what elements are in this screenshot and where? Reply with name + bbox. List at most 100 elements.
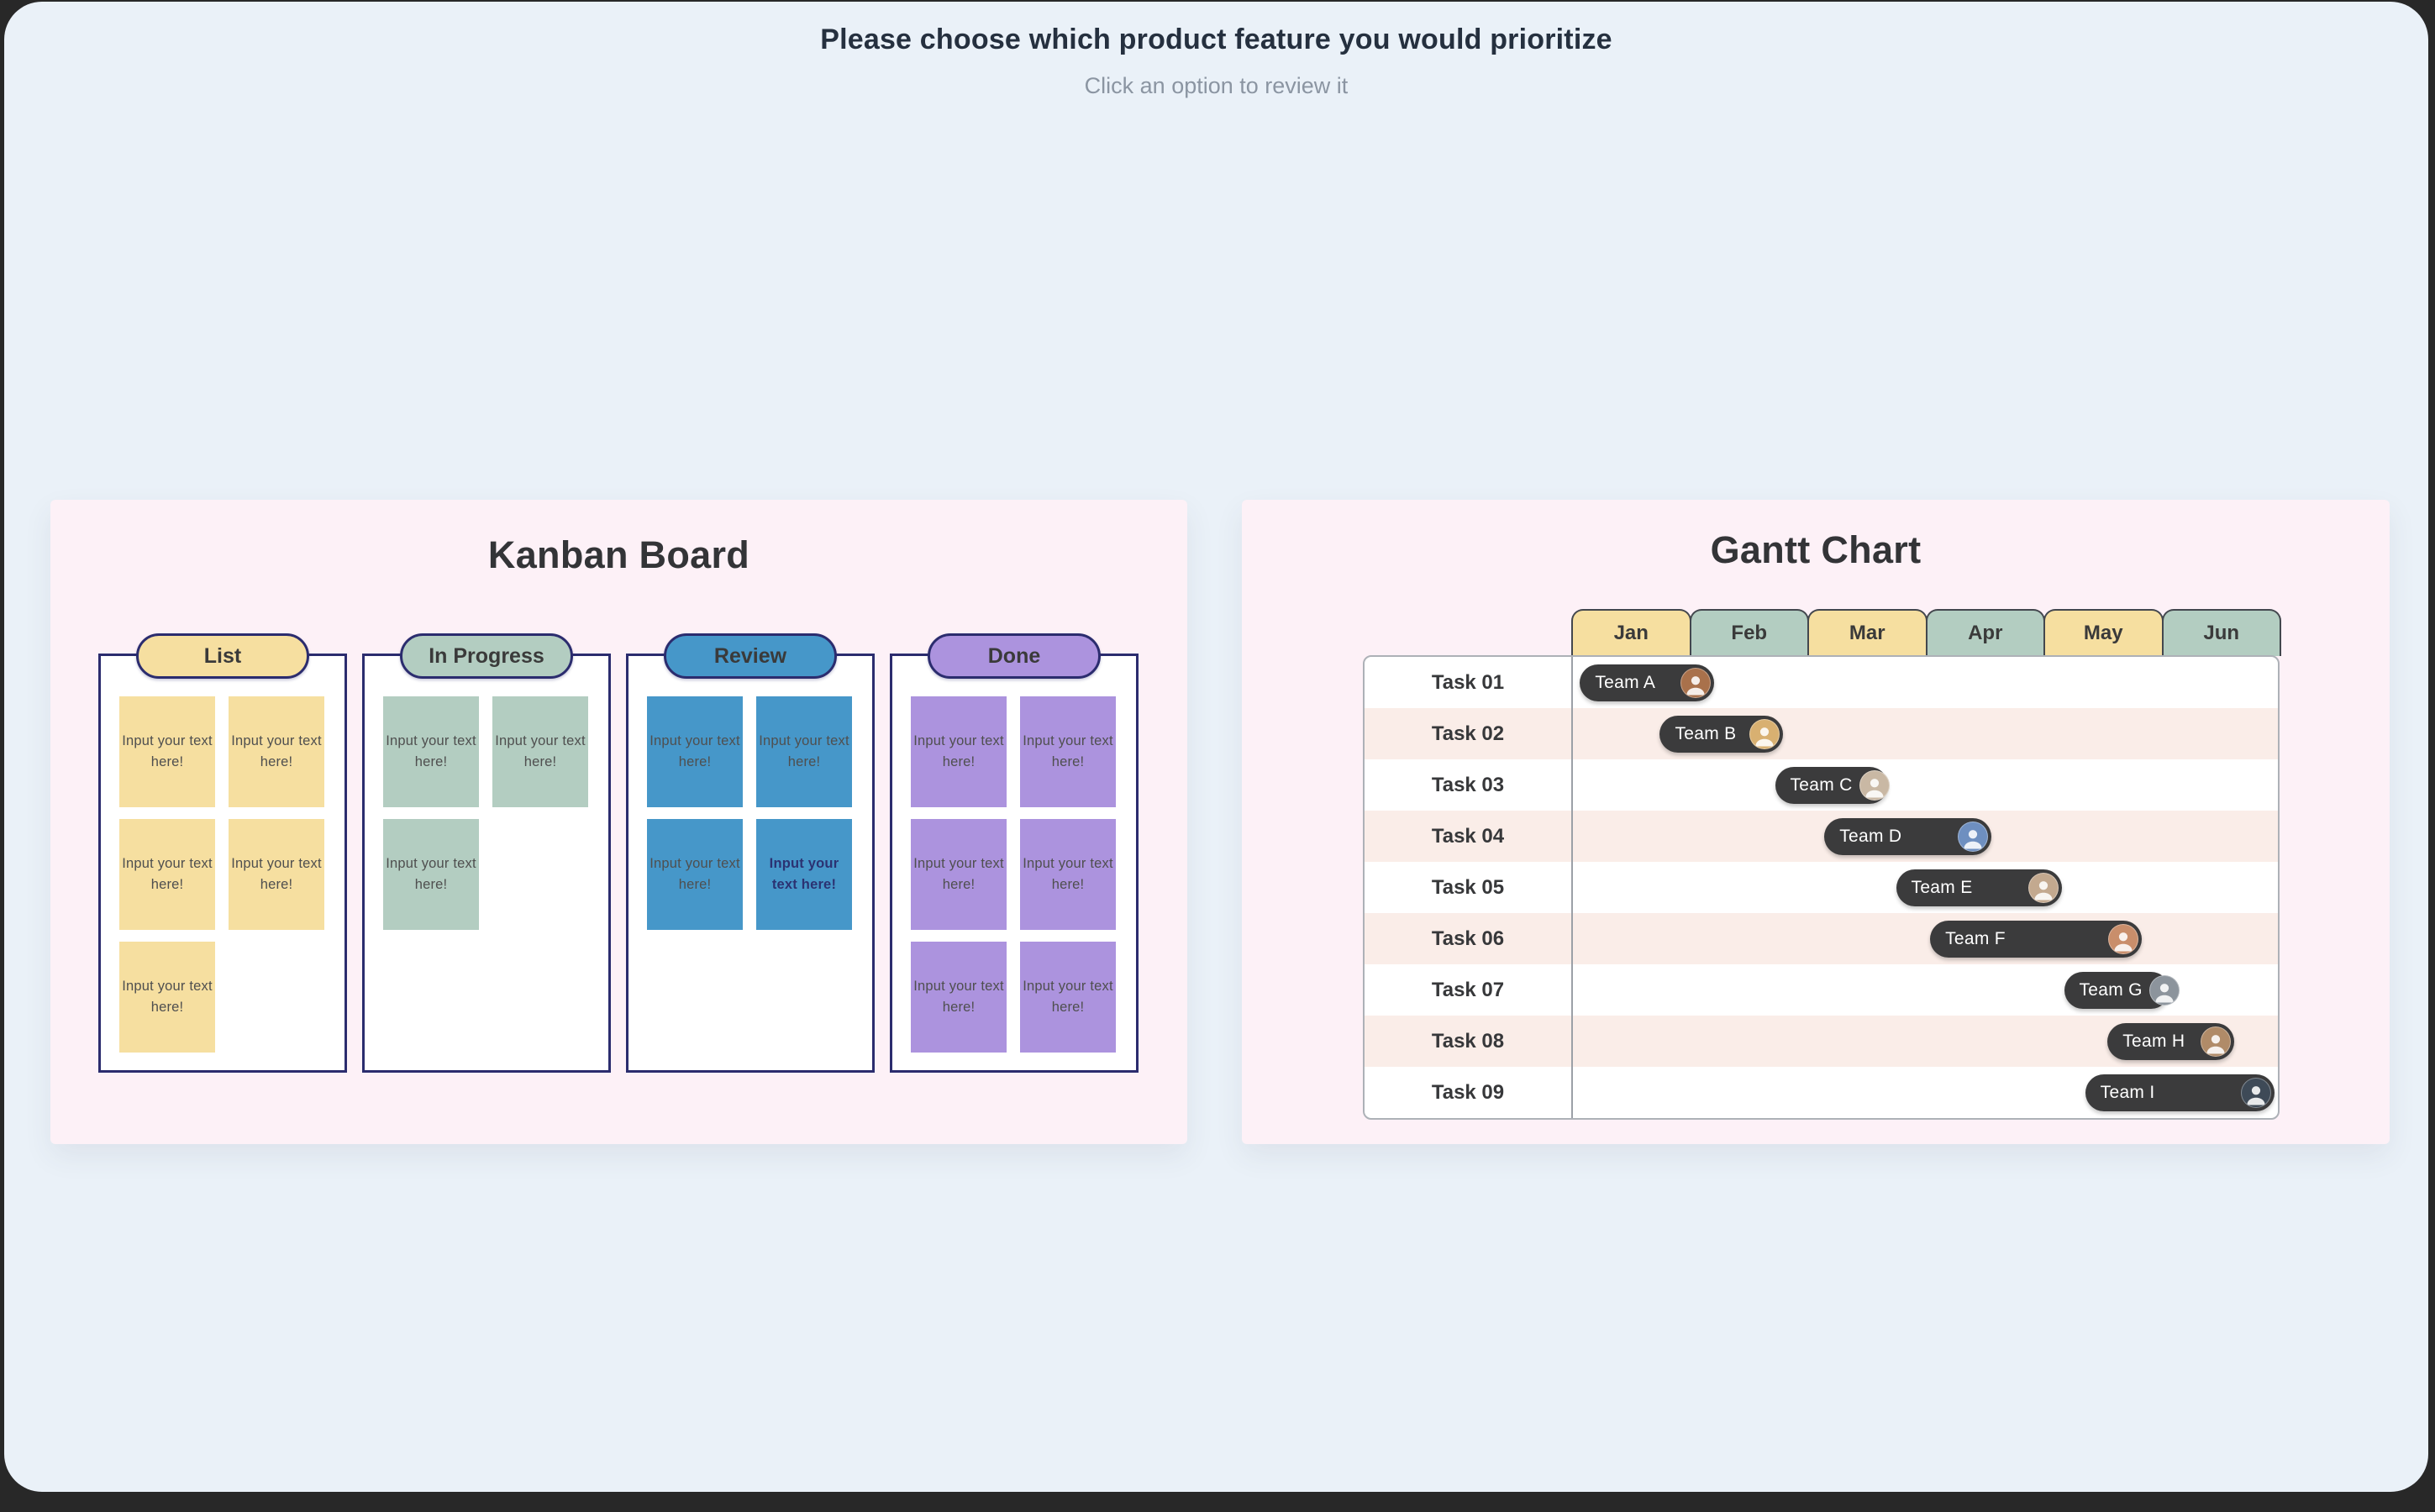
kanban-card-highlighted: Input your text here! — [756, 819, 852, 930]
gantt-track: Team I — [1573, 1067, 2278, 1118]
team-e-avatar — [2027, 872, 2059, 903]
person-icon — [1964, 829, 1982, 848]
gantt-row-task-03: Task 03 Team C — [1365, 759, 2278, 811]
gantt-month-mar: Mar — [1807, 609, 1927, 656]
kanban-column-in-progress: In Progress Input your text here! Input … — [362, 633, 611, 1073]
gantt-bar-label: Team B — [1675, 723, 1737, 743]
gantt-row-task-05: Task 05 Team E — [1365, 862, 2278, 913]
gantt-bar-team-a: Team A — [1580, 664, 1714, 701]
kanban-title: Kanban Board — [487, 533, 750, 576]
gantt-month-header: Jan Feb Mar Apr May Jun — [1571, 609, 2281, 656]
kanban-columns: List Input your text here! Input your te… — [98, 633, 1139, 1073]
gantt-track: Team G — [1573, 964, 2278, 1016]
gantt-bar-team-b: Team B — [1659, 715, 1784, 753]
gantt-bar-label: Team I — [2100, 1082, 2155, 1102]
kanban-column-list: List Input your text here! Input your te… — [98, 633, 347, 1073]
kanban-cards-in-progress: Input your text here! Input your text he… — [365, 656, 608, 930]
kanban-card: Input your text here! — [911, 819, 1007, 930]
kanban-column-label: Done — [987, 643, 1041, 668]
kanban-card: Input your text here! — [647, 819, 743, 930]
gantt-row-task-04: Task 04 Team D — [1365, 811, 2278, 862]
person-icon — [1755, 727, 1774, 746]
person-icon — [2155, 983, 2174, 1002]
gantt-month-may: May — [2043, 609, 2164, 656]
kanban-column-header-review: Review — [664, 633, 837, 679]
option-kanban-board[interactable]: Kanban Board List Input your text here! … — [50, 500, 1187, 1144]
gantt-track: Team H — [1573, 1016, 2278, 1067]
kanban-card: Input your text here! — [229, 819, 324, 930]
page-subtitle: Click an option to review it — [1084, 73, 1349, 98]
kanban-card: Input your text here! — [1020, 819, 1116, 930]
kanban-card: Input your text here! — [647, 696, 743, 807]
team-g-avatar — [2148, 974, 2180, 1005]
gantt-bar-team-d: Team D — [1824, 817, 1991, 855]
gantt-grid: Task 01 Team A Task 02 Team B — [1363, 655, 2280, 1120]
person-icon — [2034, 880, 2053, 900]
gantt-bar-label: Team D — [1839, 826, 1902, 846]
gantt-task-label: Task 02 — [1365, 708, 1573, 759]
team-c-avatar — [1859, 769, 1890, 801]
person-icon — [2114, 932, 2133, 951]
kanban-column-header-in-progress: In Progress — [400, 633, 573, 679]
gantt-month-jun: Jun — [2161, 609, 2281, 656]
kanban-card: Input your text here! — [1020, 696, 1116, 807]
gantt-row-task-02: Task 02 Team B — [1365, 708, 2278, 759]
kanban-column-header-list: List — [136, 633, 309, 679]
team-h-avatar — [2201, 1026, 2232, 1057]
kanban-card: Input your text here! — [383, 819, 479, 930]
kanban-cards-done: Input your text here! Input your text he… — [892, 656, 1136, 1053]
kanban-column-label: Review — [713, 643, 787, 668]
gantt-bar-label: Team E — [1911, 877, 1973, 897]
team-a-avatar — [1680, 667, 1711, 698]
kanban-column-done: Done Input your text here! Input your te… — [890, 633, 1139, 1073]
kanban-card: Input your text here! — [119, 942, 215, 1053]
gantt-track: Team A — [1573, 657, 2278, 708]
kanban-card: Input your text here! — [229, 696, 324, 807]
gantt-bar-team-h: Team H — [2107, 1022, 2235, 1060]
page-header: Please choose which product feature you … — [4, 2, 2428, 99]
kanban-cards-list: Input your text here! Input your text he… — [101, 656, 344, 1053]
gantt-month-jan: Jan — [1571, 609, 1691, 656]
kanban-cards-review: Input your text here! Input your text he… — [628, 656, 872, 930]
gantt-row-task-09: Task 09 Team I — [1365, 1067, 2278, 1118]
gantt-title: Gantt Chart — [1710, 528, 1922, 571]
team-d-avatar — [1957, 821, 1988, 852]
gantt-bar-team-c: Team C — [1775, 766, 1890, 804]
gantt-bar-label: Team G — [2079, 979, 2143, 1000]
gantt-row-task-06: Task 06 Team F — [1365, 913, 2278, 964]
gantt-month-feb: Feb — [1689, 609, 1809, 656]
gantt-task-label: Task 05 — [1365, 862, 1573, 913]
kanban-card: Input your text here! — [911, 942, 1007, 1053]
kanban-card: Input your text here! — [492, 696, 588, 807]
team-b-avatar — [1749, 718, 1780, 749]
kanban-card: Input your text here! — [911, 696, 1007, 807]
gantt-task-label: Task 01 — [1365, 657, 1573, 708]
gantt-bar-label: Team F — [1945, 928, 2006, 948]
kanban-column-label: List — [203, 643, 242, 668]
kanban-card: Input your text here! — [756, 696, 852, 807]
page-title: Please choose which product feature you … — [820, 24, 1612, 55]
gantt-task-label: Task 07 — [1365, 964, 1573, 1016]
gantt-track: Team B — [1573, 708, 2278, 759]
team-i-avatar — [2240, 1077, 2271, 1108]
gantt-bar-team-e: Team E — [1896, 869, 2062, 906]
gantt-row-task-01: Task 01 Team A — [1365, 657, 2278, 708]
gantt-track: Team E — [1573, 862, 2278, 913]
kanban-column-review: Review Input your text here! Input your … — [626, 633, 875, 1073]
person-icon — [1865, 778, 1884, 797]
gantt-bar-label: Team C — [1790, 774, 1853, 795]
gantt-task-label: Task 09 — [1365, 1067, 1573, 1118]
person-icon — [2247, 1085, 2265, 1105]
gantt-track: Team C — [1573, 759, 2278, 811]
app-screen: Please choose which product feature you … — [4, 2, 2428, 1492]
kanban-card: Input your text here! — [119, 819, 215, 930]
option-gantt-chart[interactable]: Gantt Chart Jan Feb Mar Apr May Jun Task… — [1242, 500, 2390, 1144]
gantt-bar-team-f: Team F — [1930, 920, 2142, 958]
gantt-track: Team F — [1573, 913, 2278, 964]
kanban-card: Input your text here! — [1020, 942, 1116, 1053]
gantt-month-apr: Apr — [1925, 609, 2045, 656]
kanban-card: Input your text here! — [383, 696, 479, 807]
kanban-column-label: In Progress — [429, 643, 544, 668]
gantt-bar-team-g: Team G — [2064, 971, 2180, 1009]
gantt-task-label: Task 04 — [1365, 811, 1573, 862]
